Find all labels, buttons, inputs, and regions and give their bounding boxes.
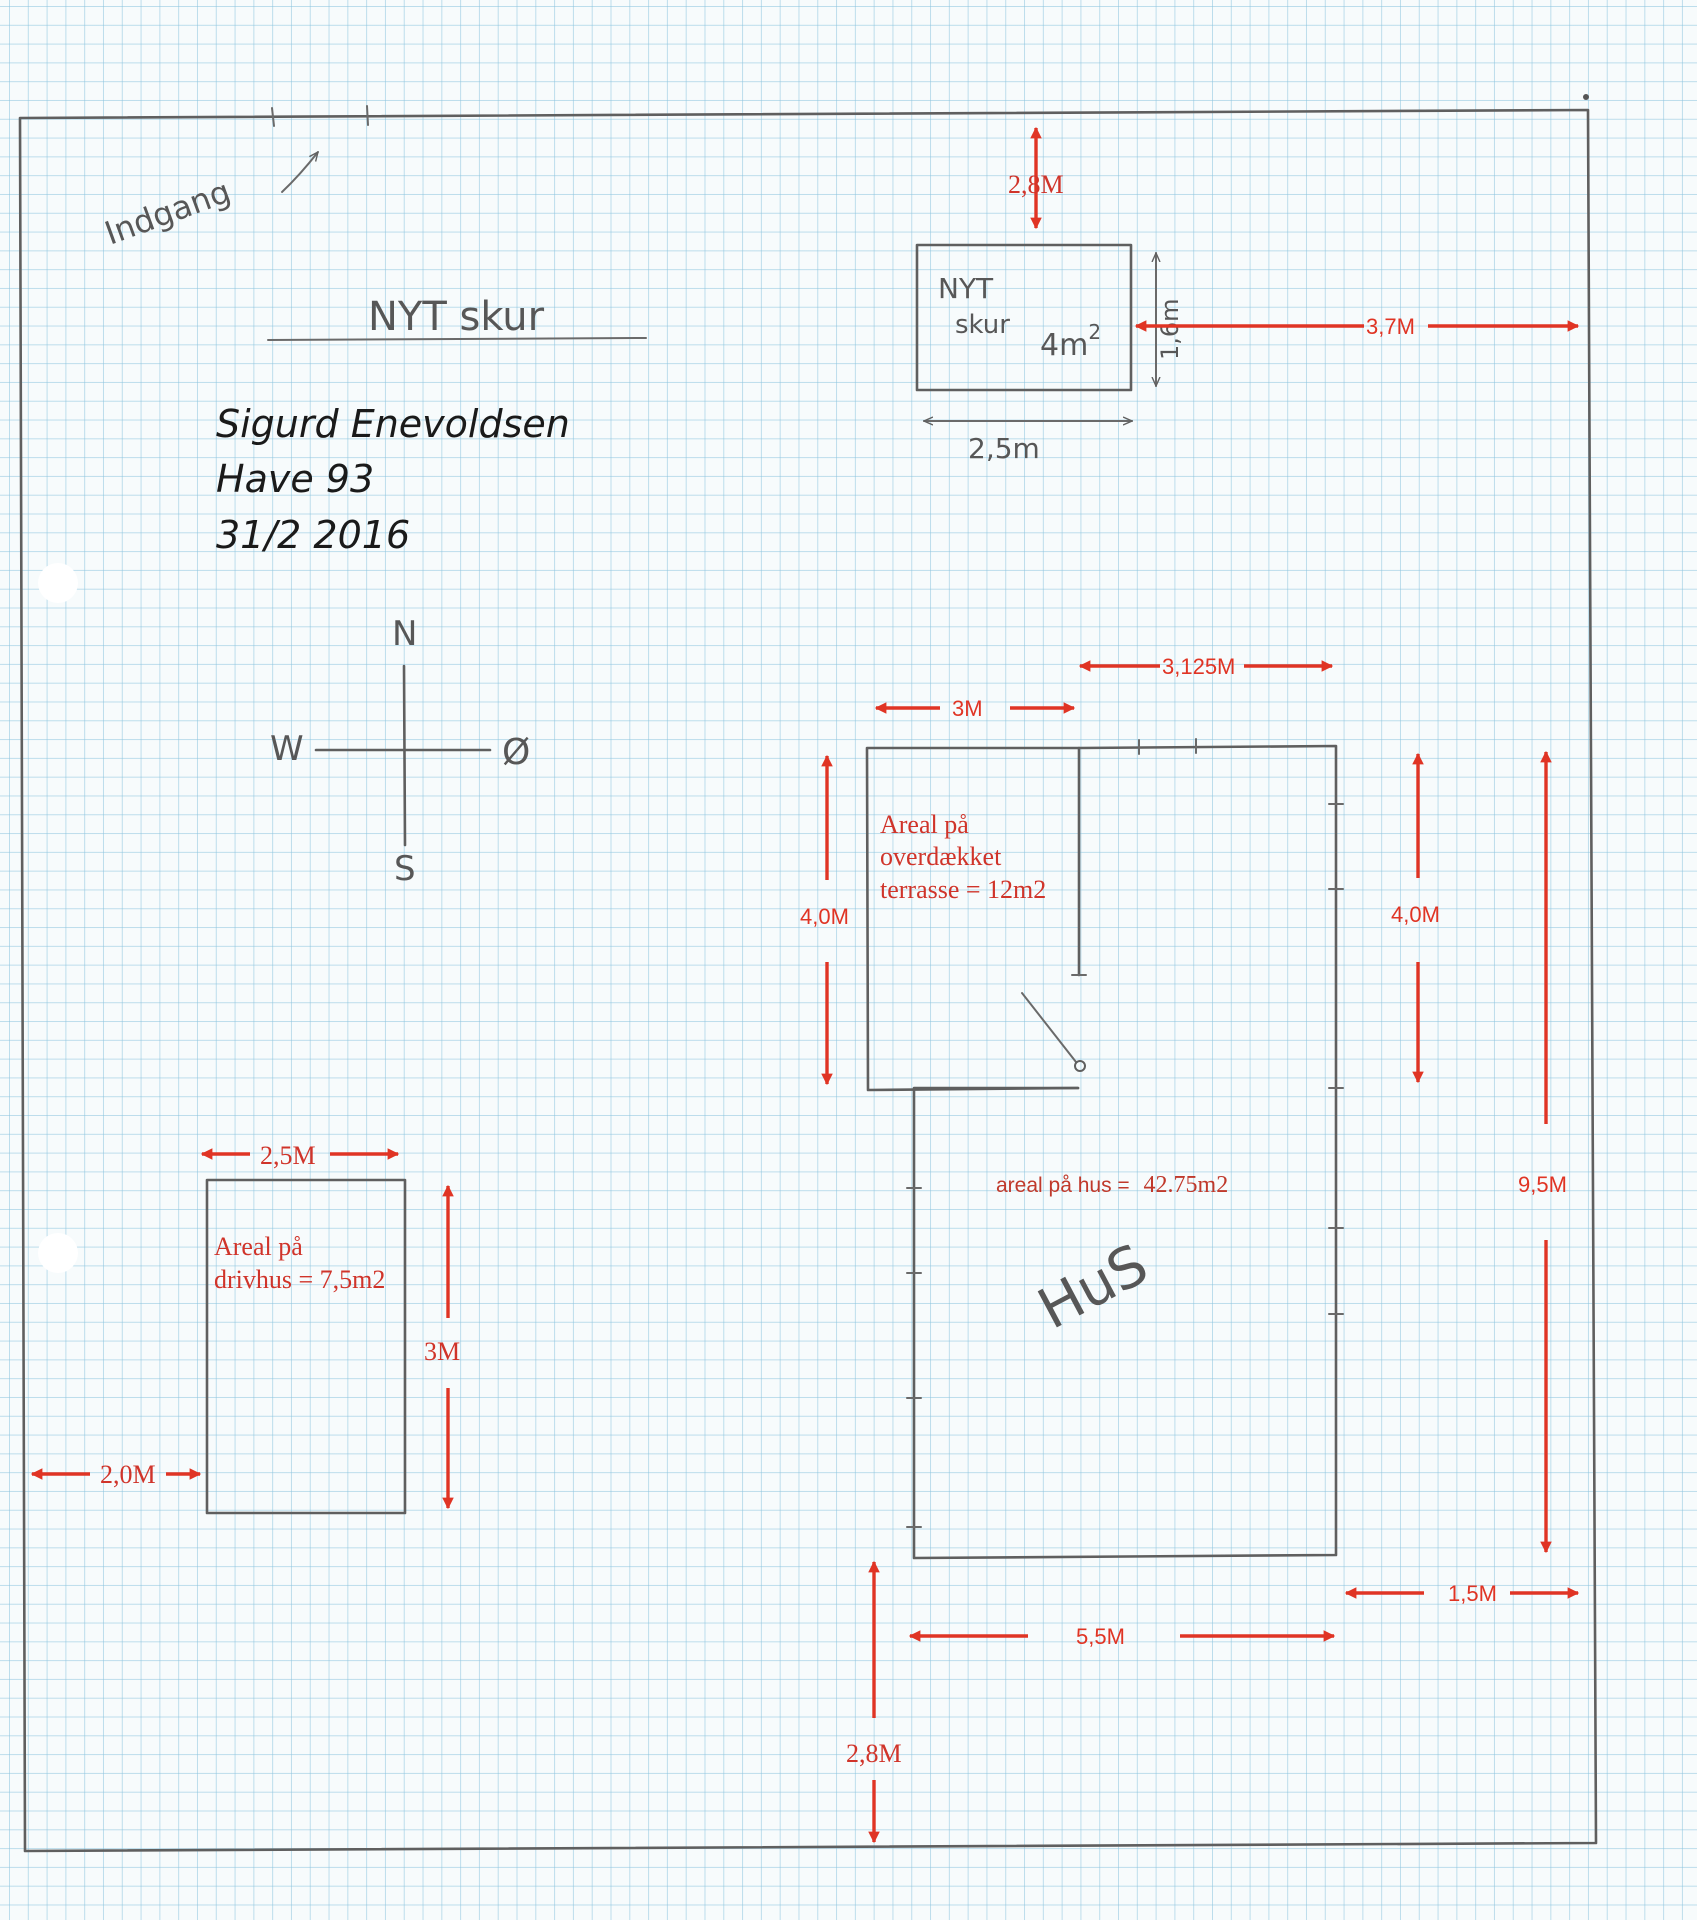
door-hinge — [1074, 1060, 1086, 1072]
entrance-label: Indgang — [100, 172, 236, 252]
compass-west: W — [270, 729, 304, 769]
house-area-value: 42.75m2 — [1144, 1172, 1229, 1198]
shed-depth-label: 1,6m — [1156, 298, 1184, 360]
binder-hole-bottom — [38, 1233, 78, 1273]
house-area-text: areal på hus = — [996, 1174, 1130, 1197]
wall-tick-marks — [906, 738, 1344, 1528]
terrace-height-label: 4,0M — [800, 904, 849, 929]
gate-mark-left — [271, 107, 275, 127]
plan-date: 31/2 2016 — [216, 513, 410, 557]
greenhouse-left-gap-label: 2,0M — [100, 1460, 156, 1489]
compass-north: N — [392, 614, 417, 654]
new-shed-title: NYT skur — [368, 294, 545, 340]
compass-ns-line — [402, 664, 407, 847]
terrace-area-line2: overdækket — [880, 842, 1002, 871]
shed-area-exponent: 2 — [1088, 320, 1101, 344]
house-label: HuS — [1028, 1232, 1158, 1343]
plot-corner-dot — [1583, 94, 1589, 100]
gate-mark-right — [366, 105, 369, 126]
owner-name: Sigurd Enevoldsen — [216, 402, 570, 446]
shed-area: 4m2 — [1040, 320, 1101, 363]
shed-right-gap-label: 3,7M — [1366, 314, 1415, 339]
greenhouse-outline — [205, 1178, 407, 1515]
shed-width-label: 2,5m — [968, 432, 1040, 465]
entrance-arrow — [281, 152, 318, 193]
garden-number: Have 93 — [216, 457, 374, 501]
house-area-label: areal på hus = 42.75m2 — [996, 1172, 1228, 1198]
terrace-area-line3: terrasse = 12m2 — [880, 875, 1046, 904]
greenhouse-width-label: 2,5M — [260, 1141, 316, 1170]
plot-boundary — [18, 108, 1598, 1853]
house-right-upper-label: 4,0M — [1391, 902, 1440, 927]
shed-top-gap-label: 2,8M — [1008, 170, 1064, 199]
terrace-area-line1: Areal på — [880, 810, 969, 839]
shed-label-nyt: NYT — [938, 272, 994, 305]
house-total-height-label: 9,5M — [1518, 1172, 1567, 1197]
compass-south: S — [394, 849, 416, 889]
terrace-width-label: 3M — [952, 696, 983, 721]
new-shed-outline — [915, 243, 1133, 392]
binder-hole-top — [38, 563, 78, 603]
house-top-right-label: 3,125M — [1162, 654, 1235, 679]
new-shed-title-underline — [267, 337, 647, 341]
door-swing-line — [1021, 992, 1077, 1063]
greenhouse-area-line1: Areal på — [214, 1232, 303, 1261]
compass-east: Ø — [502, 732, 530, 773]
greenhouse-area-line2: drivhus = 7,5m2 — [214, 1265, 385, 1294]
shed-area-value: 4m — [1040, 328, 1088, 363]
house-bottom-label: 5,5M — [1076, 1624, 1125, 1649]
terrace-outline — [865, 746, 1081, 1092]
shed-label-skur: skur — [955, 310, 1010, 340]
house-outline — [912, 744, 1338, 1560]
house-right-gap-label: 1,5M — [1448, 1581, 1497, 1606]
house-bottom-gap-label: 2,8M — [846, 1739, 902, 1768]
greenhouse-height-label: 3M — [424, 1337, 460, 1366]
